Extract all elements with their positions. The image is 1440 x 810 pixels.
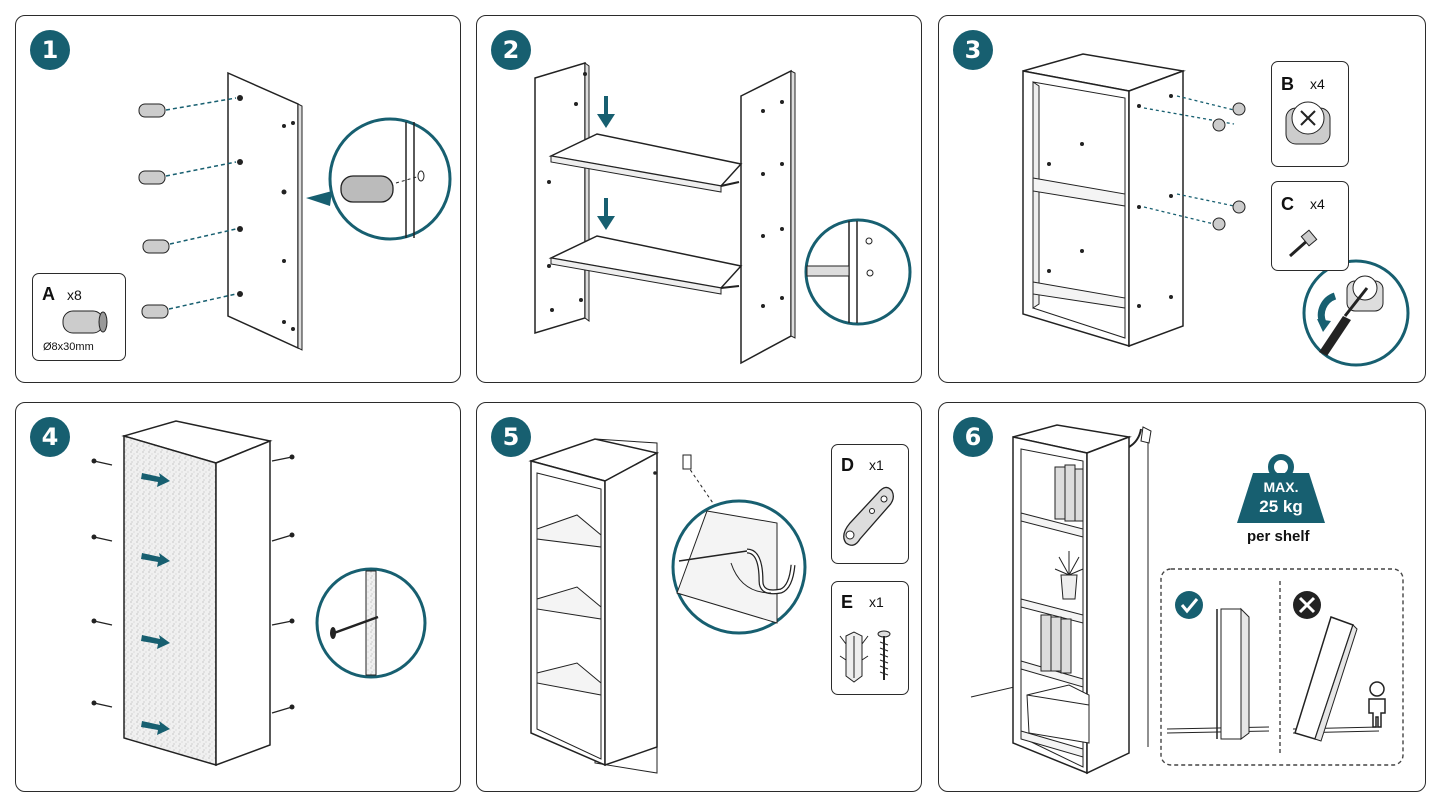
part-b-letter: B xyxy=(1281,74,1294,94)
step-4-panel: 4 xyxy=(15,402,461,792)
step-number-6: 6 xyxy=(953,417,993,457)
part-b-box: B x4 xyxy=(1271,61,1349,167)
part-e-box: E x1 xyxy=(831,581,909,695)
step-2-panel: 2 xyxy=(476,15,922,383)
step-number-4: 4 xyxy=(30,417,70,457)
cross-icon xyxy=(1293,591,1321,619)
step-1-panel: 1 A x8 Ø8x30mm xyxy=(15,15,461,383)
cam-lock-icon xyxy=(1285,101,1331,145)
step-2-illustration xyxy=(534,61,912,365)
per-shelf-label: per shelf xyxy=(1247,528,1310,545)
dowel-group xyxy=(138,97,237,319)
step-6-illustration xyxy=(970,424,1404,775)
check-icon xyxy=(1175,591,1203,619)
part-c-box: C x4 xyxy=(1271,181,1349,271)
step-6-panel: 6 MAX. 25 kg per shelf xyxy=(938,402,1426,792)
part-a-letter: A xyxy=(42,284,55,304)
step-4-illustration xyxy=(91,420,427,767)
part-a-qty: x8 xyxy=(67,287,82,303)
part-d-qty: x1 xyxy=(869,457,884,473)
weight-icon xyxy=(1237,454,1325,523)
part-c-qty: x4 xyxy=(1310,196,1325,212)
step-1-illustration xyxy=(138,71,452,351)
step-number-3: 3 xyxy=(953,30,993,70)
bracket-icon xyxy=(843,486,894,546)
part-b-qty: x4 xyxy=(1310,76,1325,92)
rotate-icon xyxy=(1317,292,1337,332)
part-a-size: Ø8x30mm xyxy=(43,341,94,353)
arrow-right-icon xyxy=(141,473,170,735)
step-5-illustration xyxy=(528,438,807,774)
cam-bolt-icon xyxy=(1289,229,1318,258)
step-number-2: 2 xyxy=(491,30,531,70)
weight-max-label: MAX. xyxy=(1263,479,1299,495)
part-d-box: D x1 xyxy=(831,444,909,564)
step-3-illustration xyxy=(1022,53,1410,367)
part-d-letter: D xyxy=(841,455,854,475)
step-number-1: 1 xyxy=(30,30,70,70)
anchor-screw-icon xyxy=(839,630,891,683)
arrow-down-icon xyxy=(597,96,615,128)
step-5-panel: 5 D x1 E x1 xyxy=(476,402,922,792)
weight-value-label: 25 kg xyxy=(1259,497,1303,516)
part-e-letter: E xyxy=(841,592,854,612)
arrow-down-icon xyxy=(597,198,615,230)
part-a-box: A x8 Ø8x30mm xyxy=(32,273,126,361)
part-e-qty: x1 xyxy=(869,594,884,610)
part-c-letter: C xyxy=(1281,194,1294,214)
step-number-5: 5 xyxy=(491,417,531,457)
step-3-panel: 3 B x4 C x4 xyxy=(938,15,1426,383)
person-icon xyxy=(1368,681,1386,728)
dowel-icon xyxy=(62,310,108,334)
